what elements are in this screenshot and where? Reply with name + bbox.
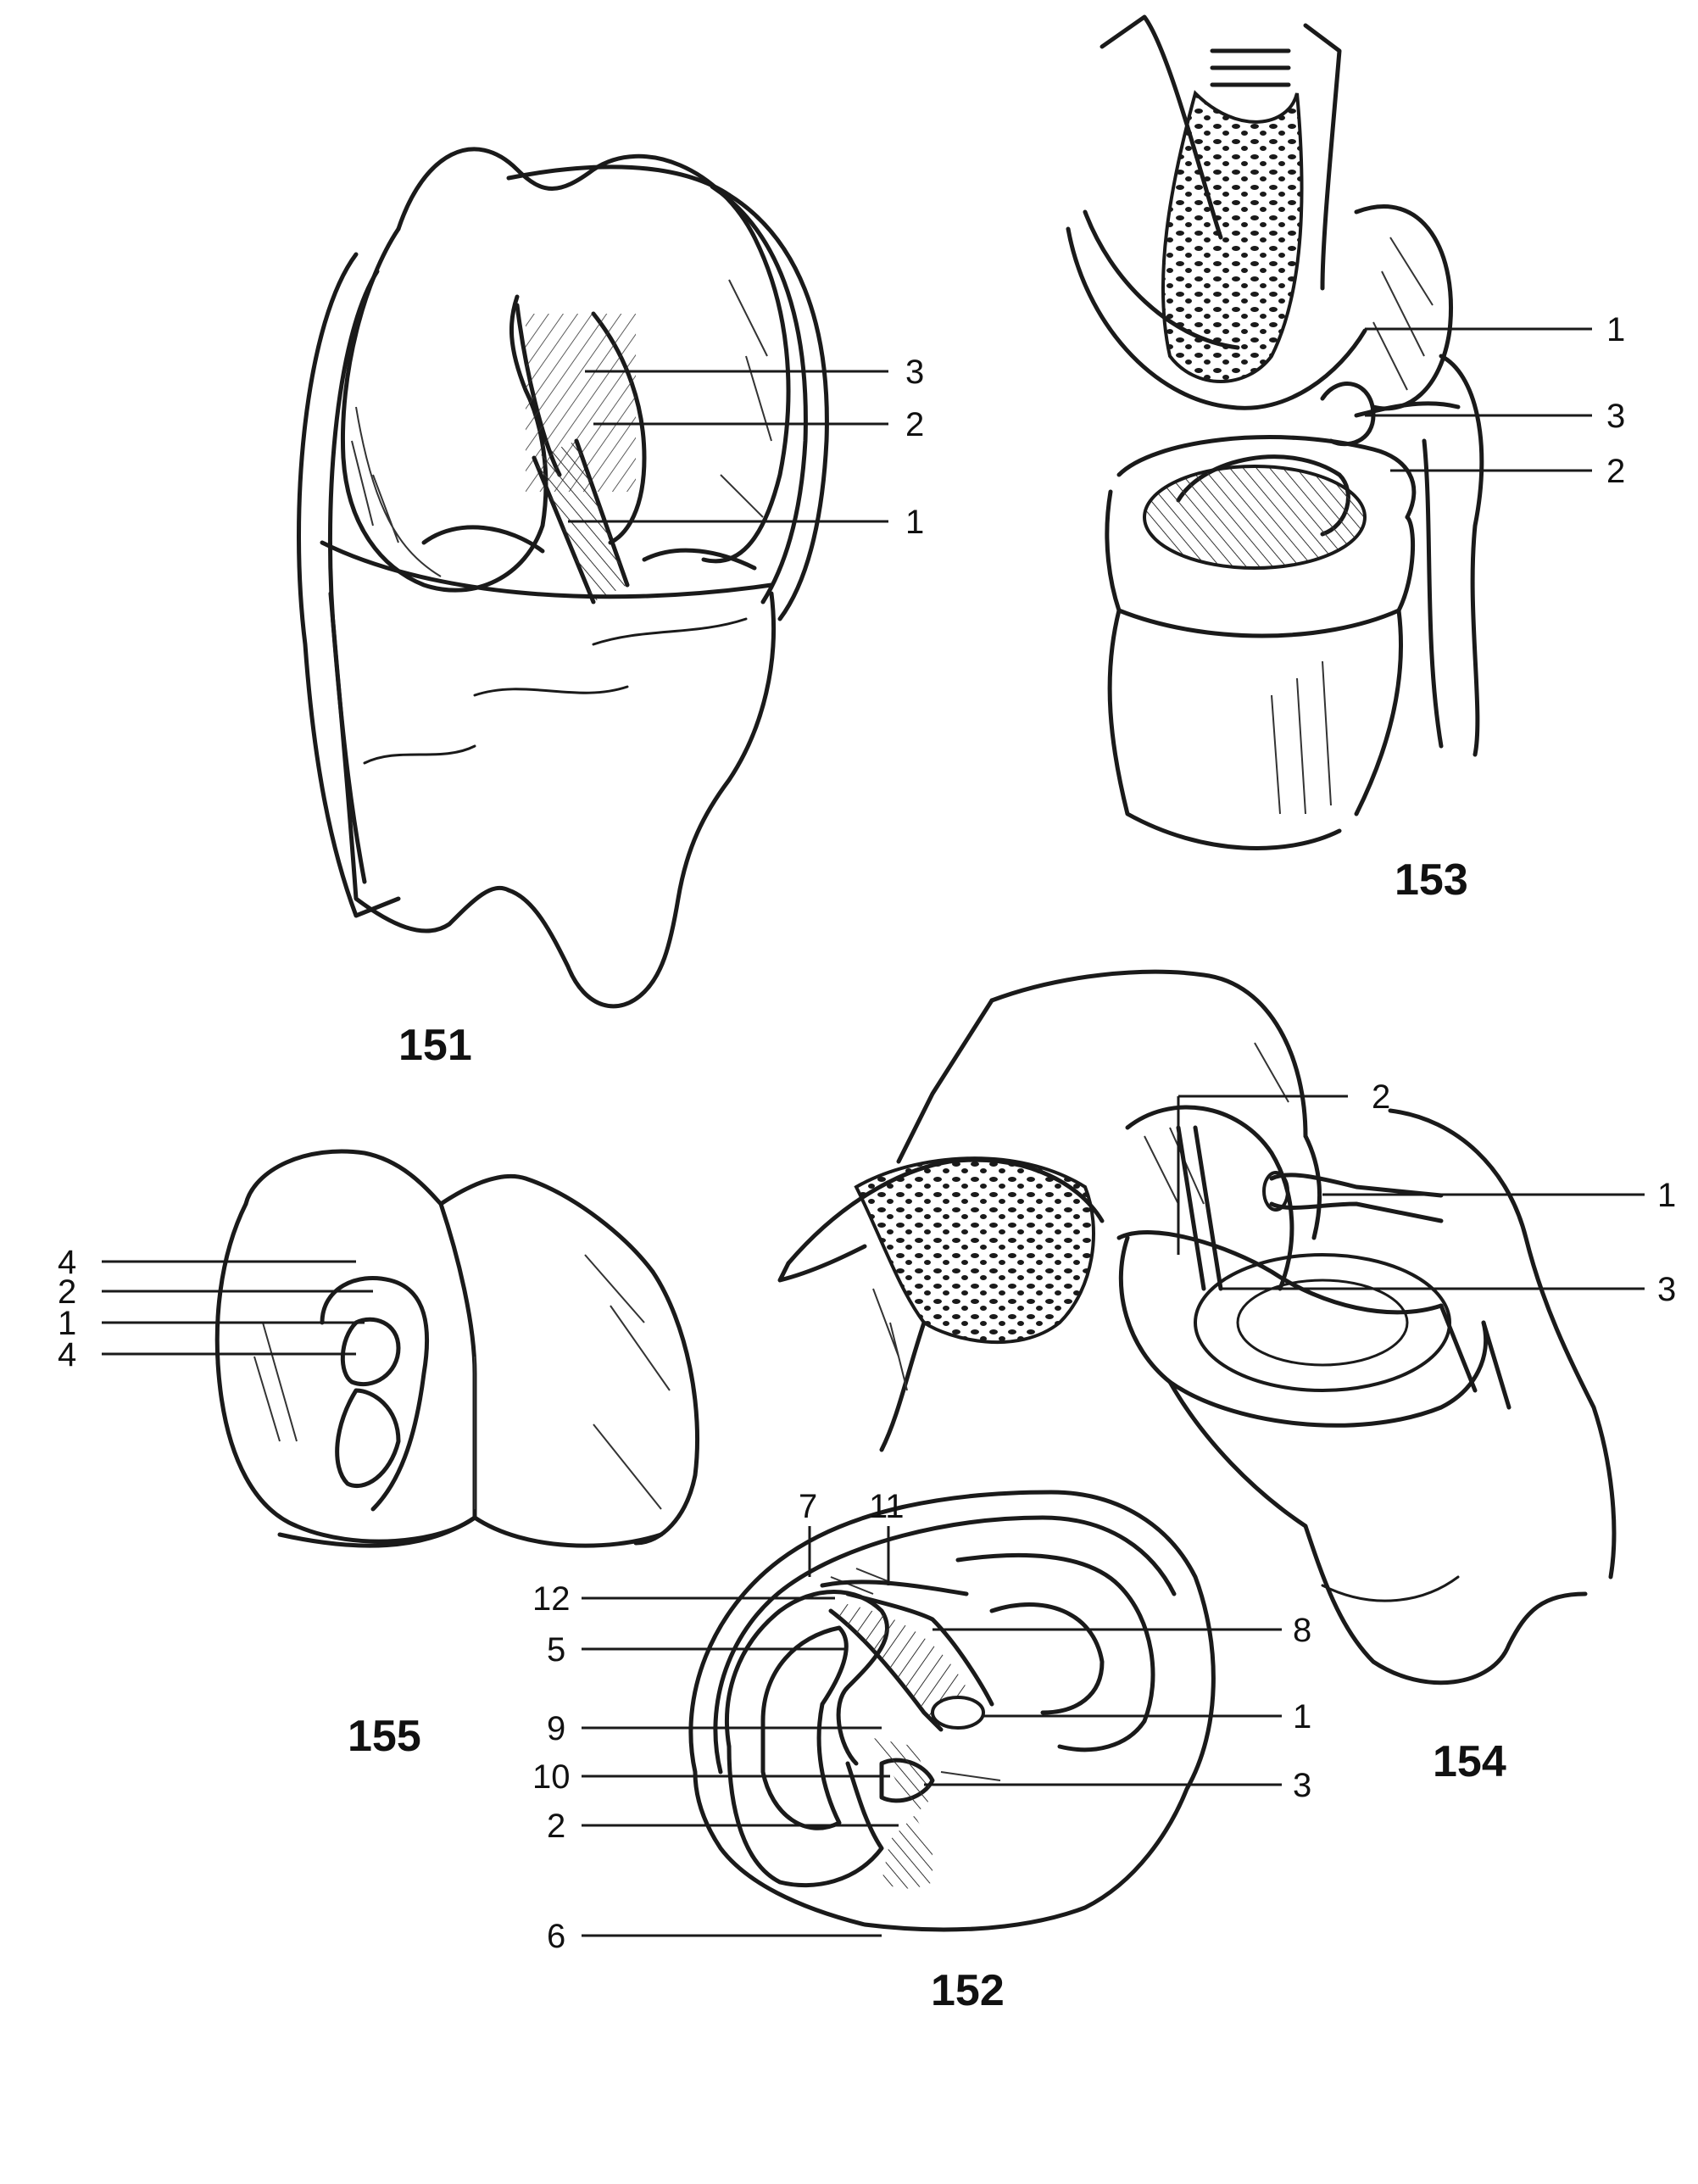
fig154-number: 154	[1433, 1737, 1506, 1786]
figure-155: 4 2 1 4 155	[58, 1149, 700, 1761]
fig151-number: 151	[398, 1021, 472, 1070]
fig154-label-1: 1	[1657, 1177, 1676, 1214]
fig154-label-3: 3	[1657, 1271, 1676, 1308]
fig153-label-2: 2	[1606, 453, 1625, 490]
fig152-label-5: 5	[547, 1631, 565, 1669]
fig154-label-2: 2	[1372, 1078, 1390, 1116]
fig155-label-4a: 4	[58, 1244, 76, 1281]
fig153-number: 153	[1395, 855, 1468, 905]
fig152-label-1: 1	[1293, 1698, 1311, 1736]
fig152-label-7: 7	[799, 1488, 817, 1525]
fig153-label-1: 1	[1606, 311, 1625, 348]
fig152-label-6: 6	[547, 1918, 565, 1955]
fig152-label-10: 10	[532, 1758, 571, 1796]
fig155-drawing	[214, 1149, 700, 1548]
fig151-drawing	[297, 147, 829, 1009]
fig152-label-2: 2	[547, 1808, 565, 1845]
fig153-label-3: 3	[1606, 398, 1625, 435]
figure-152: 12 5 9 10 2 6 7 11 8 1 3 152	[532, 1488, 1311, 2015]
fig152-number: 152	[931, 1966, 1005, 2015]
fig155-label-4b: 4	[58, 1336, 76, 1373]
fig155-number: 155	[348, 1712, 421, 1761]
figure-154: 2 1 3 154	[777, 969, 1676, 1786]
fig151-label-3: 3	[905, 354, 924, 391]
fig151-label-2: 2	[905, 406, 924, 443]
fig155-label-1: 1	[58, 1305, 76, 1342]
fig152-drawing	[688, 1490, 1216, 1932]
fig153-drawing	[1066, 14, 1484, 850]
fig154-drawing	[777, 969, 1617, 1685]
fig152-label-12: 12	[532, 1580, 571, 1618]
fig155-label-2: 2	[58, 1273, 76, 1311]
fig152-label-8: 8	[1293, 1612, 1311, 1649]
fig151-label-1: 1	[905, 504, 924, 541]
fig152-label-3: 3	[1293, 1767, 1311, 1804]
figure-153: 1 3 2 153	[1066, 14, 1625, 905]
figure-151: 3 2 1 151	[297, 147, 924, 1070]
fig152-label-9: 9	[547, 1710, 565, 1747]
fig152-label-11: 11	[869, 1488, 905, 1525]
